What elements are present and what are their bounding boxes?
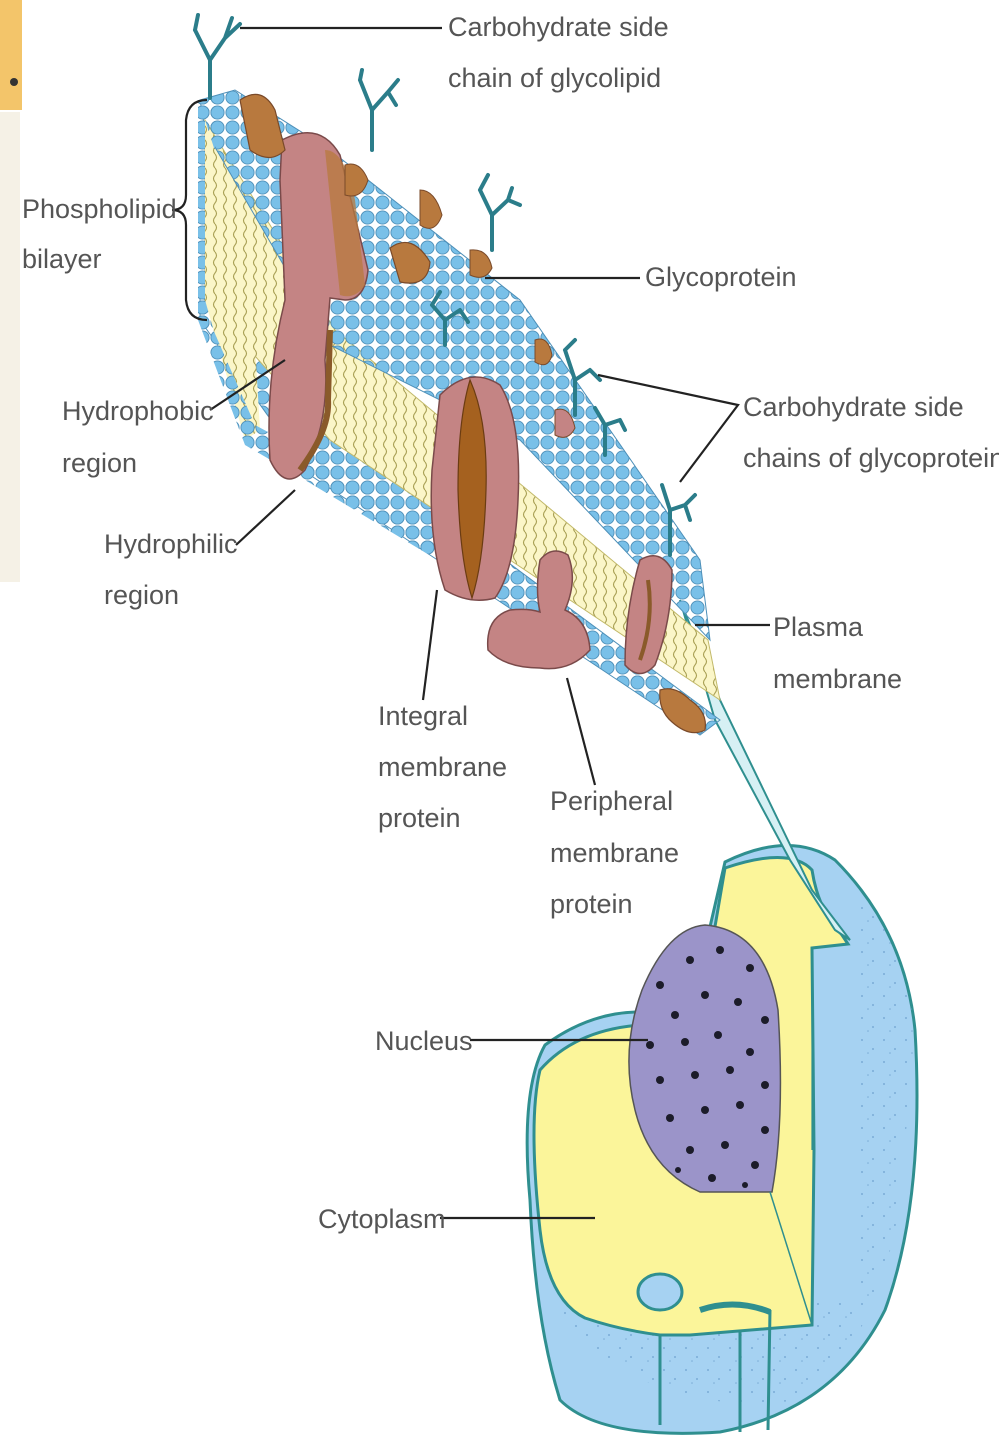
label-carb-glycolipid: Carbohydrate side chain of glycolipid [448,12,676,93]
label-integral-membrane-protein: Integral membrane protein [378,701,515,833]
label-phospholipid-bilayer: Phospholipid bilayer [22,194,184,274]
label-plasma-membrane: Plasma membrane [773,612,902,694]
label-hydrophilic-region: Hydrophilic region [104,529,245,610]
label-carb-glycoproteins: Carbohydrate side chains of glycoprotein… [743,392,999,473]
label-cytoplasm: Cytoplasm [318,1204,446,1234]
label-peripheral-membrane-protein: Peripheral membrane protein [550,786,687,919]
cell-cutaway [527,600,917,1433]
orange-tab-fragment-icon [0,0,22,582]
label-nucleus: Nucleus [375,1026,473,1056]
membrane-proteins [240,94,705,732]
label-hydrophobic-region: Hydrophobic region [62,396,221,478]
label-glycoprotein: Glycoprotein [645,262,797,292]
